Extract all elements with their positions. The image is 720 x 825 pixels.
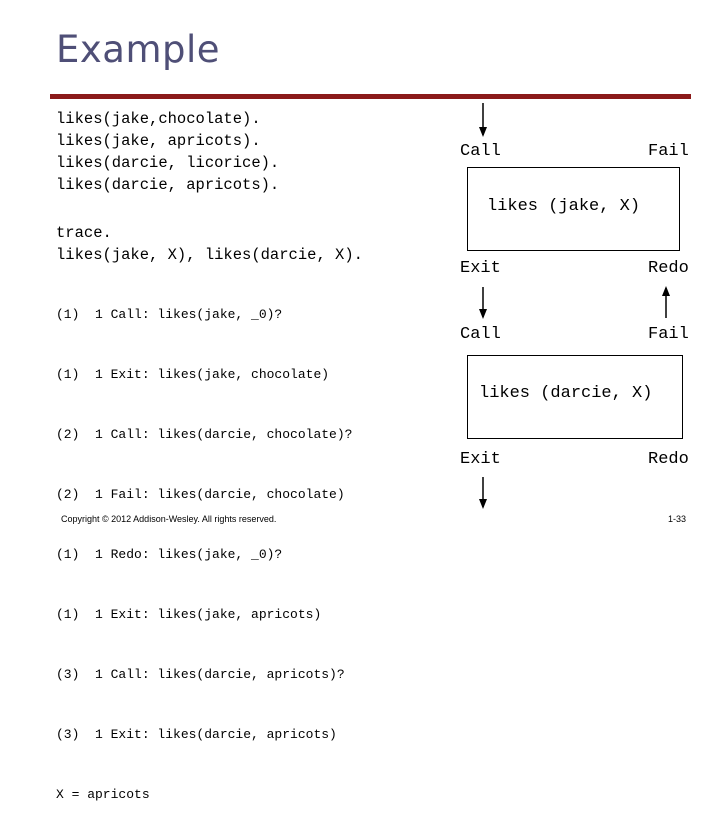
query-line: likes(jake, X), likes(darcie, X). bbox=[56, 246, 363, 264]
trace-line: (3) 1 Call: likes(darcie, apricots)? bbox=[56, 667, 345, 682]
footer-copyright: Copyright © 2012 Addison-Wesley. All rig… bbox=[61, 514, 277, 524]
fact-line: likes(darcie, licorice). bbox=[56, 154, 280, 172]
bottom-exit-arrowhead-icon bbox=[479, 499, 487, 509]
title-underline bbox=[50, 94, 691, 99]
call-arrowhead-icon bbox=[479, 127, 487, 137]
trace-line: (3) 1 Exit: likes(darcie, apricots) bbox=[56, 727, 337, 742]
box1-goal: likes (jake, X) bbox=[487, 197, 641, 216]
trace-line: (1) 1 Call: likes(jake, _0)? bbox=[56, 307, 283, 322]
query-block: trace. likes(jake, X), likes(darcie, X). bbox=[56, 222, 363, 266]
box1-exit-label: Exit bbox=[460, 259, 501, 278]
box2-call-label: Call bbox=[460, 325, 501, 344]
page-number: 1-33 bbox=[668, 514, 687, 524]
trace-result: X = apricots bbox=[56, 787, 150, 802]
query-line: trace. bbox=[56, 224, 112, 242]
box1-redo-label: Redo bbox=[648, 259, 689, 278]
exit-to-call-arrowhead-icon bbox=[479, 309, 487, 319]
box2-exit-label: Exit bbox=[460, 450, 501, 469]
trace-line: (1) 1 Exit: likes(jake, apricots) bbox=[56, 607, 322, 622]
page-title: Example bbox=[56, 28, 221, 71]
fact-line: likes(darcie, apricots). bbox=[56, 176, 280, 194]
trace-line: (2) 1 Call: likes(darcie, chocolate)? bbox=[56, 427, 353, 442]
box1-goal-box: likes (jake, X) bbox=[467, 167, 680, 251]
fail-to-redo-arrowhead-icon bbox=[662, 286, 670, 296]
fact-line: likes(jake, apricots). bbox=[56, 132, 261, 150]
box1-fail-label: Fail bbox=[648, 142, 689, 161]
trace-line: (1) 1 Redo: likes(jake, _0)? bbox=[56, 547, 283, 562]
box2-goal-box: likes (darcie, X) bbox=[467, 355, 683, 439]
fact-line: likes(jake,chocolate). bbox=[56, 110, 261, 128]
facts-block: likes(jake,chocolate). likes(jake, apric… bbox=[56, 108, 279, 196]
box2-fail-label: Fail bbox=[648, 325, 689, 344]
box2-goal: likes (darcie, X) bbox=[479, 384, 653, 403]
port-diagram-arrows bbox=[479, 103, 670, 509]
trace-line: (1) 1 Exit: likes(jake, chocolate) bbox=[56, 367, 330, 382]
box1-call-label: Call bbox=[460, 142, 501, 161]
trace-line: (2) 1 Fail: likes(darcie, chocolate) bbox=[56, 487, 345, 502]
box2-redo-label: Redo bbox=[648, 450, 689, 469]
